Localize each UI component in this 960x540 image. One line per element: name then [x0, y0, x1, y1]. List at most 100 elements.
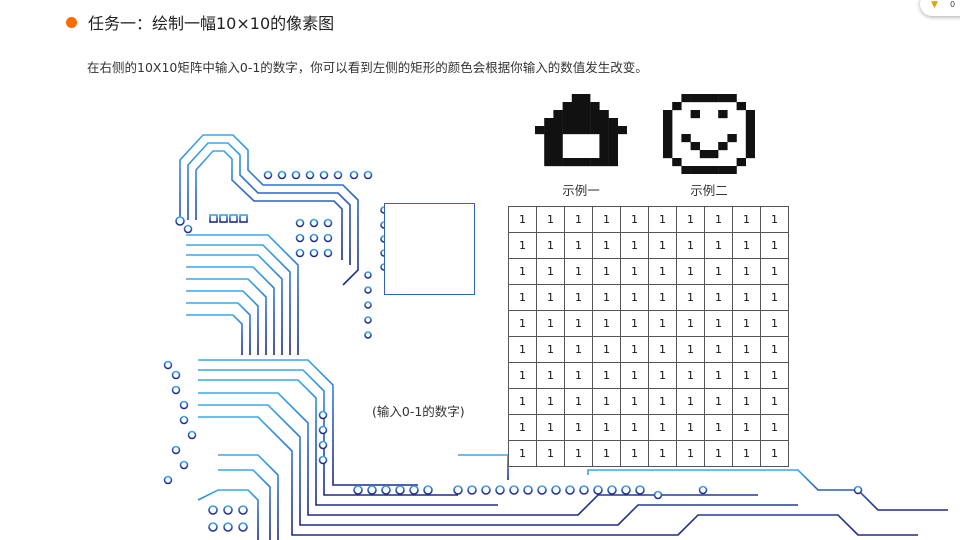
matrix-cell-input[interactable]: 1: [508, 336, 537, 363]
matrix-cell-input[interactable]: 1: [620, 362, 649, 389]
matrix-cell-input[interactable]: 1: [732, 440, 761, 467]
matrix-cell-input[interactable]: 1: [536, 336, 565, 363]
matrix-cell-input[interactable]: 1: [704, 440, 733, 467]
matrix-cell-input[interactable]: 1: [564, 336, 593, 363]
matrix-cell-input[interactable]: 1: [564, 362, 593, 389]
matrix-cell-input[interactable]: 1: [676, 362, 705, 389]
matrix-cell-input[interactable]: 1: [564, 440, 593, 467]
matrix-cell-input[interactable]: 1: [592, 440, 621, 467]
matrix-cell-input[interactable]: 1: [704, 336, 733, 363]
matrix-cell-input[interactable]: 1: [508, 284, 537, 311]
matrix-cell-input[interactable]: 1: [676, 440, 705, 467]
matrix-cell-input[interactable]: 1: [620, 388, 649, 415]
matrix-cell-input[interactable]: 1: [536, 284, 565, 311]
matrix-cell-input[interactable]: 1: [592, 258, 621, 285]
matrix-cell-input[interactable]: 1: [592, 336, 621, 363]
matrix-cell-input[interactable]: 1: [564, 206, 593, 233]
matrix-cell-input[interactable]: 1: [592, 232, 621, 259]
matrix-cell-input[interactable]: 1: [732, 310, 761, 337]
matrix-cell-input[interactable]: 1: [564, 258, 593, 285]
matrix-cell-input[interactable]: 1: [564, 310, 593, 337]
matrix-cell-input[interactable]: 1: [648, 336, 677, 363]
matrix-cell-input[interactable]: 1: [508, 206, 537, 233]
matrix-cell-input[interactable]: 1: [564, 284, 593, 311]
matrix-cell-input[interactable]: 1: [648, 362, 677, 389]
matrix-cell-input[interactable]: 1: [564, 414, 593, 441]
matrix-cell-input[interactable]: 1: [592, 414, 621, 441]
matrix-cell-input[interactable]: 1: [592, 362, 621, 389]
matrix-cell-input[interactable]: 1: [760, 362, 789, 389]
matrix-cell-input[interactable]: 1: [508, 388, 537, 415]
matrix-cell-input[interactable]: 1: [508, 258, 537, 285]
matrix-cell-input[interactable]: 1: [760, 414, 789, 441]
matrix-cell-input[interactable]: 1: [676, 414, 705, 441]
matrix-cell-input[interactable]: 1: [760, 232, 789, 259]
matrix-cell-input[interactable]: 1: [620, 284, 649, 311]
matrix-cell-input[interactable]: 1: [536, 362, 565, 389]
matrix-cell-input[interactable]: 1: [648, 258, 677, 285]
matrix-cell-input[interactable]: 1: [676, 336, 705, 363]
matrix-cell-input[interactable]: 1: [508, 232, 537, 259]
matrix-cell-input[interactable]: 1: [648, 414, 677, 441]
matrix-cell-input[interactable]: 1: [620, 258, 649, 285]
matrix-cell-input[interactable]: 1: [676, 388, 705, 415]
matrix-cell-input[interactable]: 1: [620, 440, 649, 467]
matrix-cell-input[interactable]: 1: [592, 284, 621, 311]
matrix-cell-input[interactable]: 1: [620, 232, 649, 259]
matrix-cell-input[interactable]: 1: [732, 258, 761, 285]
matrix-cell-input[interactable]: 1: [760, 440, 789, 467]
matrix-cell-input[interactable]: 1: [620, 310, 649, 337]
matrix-cell-input[interactable]: 1: [676, 310, 705, 337]
matrix-cell-input[interactable]: 1: [648, 388, 677, 415]
matrix-cell-input[interactable]: 1: [760, 388, 789, 415]
matrix-cell-input[interactable]: 1: [704, 414, 733, 441]
matrix-cell-input[interactable]: 1: [508, 310, 537, 337]
matrix-cell-input[interactable]: 1: [760, 310, 789, 337]
matrix-cell-input[interactable]: 1: [620, 336, 649, 363]
matrix-cell-input[interactable]: 1: [536, 414, 565, 441]
matrix-cell-input[interactable]: 1: [704, 310, 733, 337]
matrix-cell-input[interactable]: 1: [732, 388, 761, 415]
matrix-cell-input[interactable]: 1: [732, 284, 761, 311]
matrix-cell-input[interactable]: 1: [704, 284, 733, 311]
matrix-cell-input[interactable]: 1: [620, 414, 649, 441]
matrix-cell-input[interactable]: 1: [704, 206, 733, 233]
matrix-cell-input[interactable]: 1: [536, 206, 565, 233]
matrix-cell-input[interactable]: 1: [676, 206, 705, 233]
matrix-cell-input[interactable]: 1: [676, 232, 705, 259]
matrix-cell-input[interactable]: 1: [592, 206, 621, 233]
matrix-cell-input[interactable]: 1: [508, 362, 537, 389]
matrix-cell-input[interactable]: 1: [592, 310, 621, 337]
matrix-cell-input[interactable]: 1: [676, 284, 705, 311]
matrix-cell-input[interactable]: 1: [760, 206, 789, 233]
matrix-cell-input[interactable]: 1: [648, 440, 677, 467]
matrix-cell-input[interactable]: 1: [536, 388, 565, 415]
matrix-cell-input[interactable]: 1: [704, 362, 733, 389]
matrix-cell-input[interactable]: 1: [676, 258, 705, 285]
matrix-cell-input[interactable]: 1: [732, 362, 761, 389]
matrix-cell-input[interactable]: 1: [620, 206, 649, 233]
matrix-cell-input[interactable]: 1: [536, 258, 565, 285]
matrix-cell-input[interactable]: 1: [536, 310, 565, 337]
matrix-cell-input[interactable]: 1: [760, 258, 789, 285]
matrix-cell-input[interactable]: 1: [592, 388, 621, 415]
matrix-cell-input[interactable]: 1: [704, 232, 733, 259]
matrix-cell-input[interactable]: 1: [564, 388, 593, 415]
matrix-cell-input[interactable]: 1: [732, 206, 761, 233]
matrix-cell-input[interactable]: 1: [704, 258, 733, 285]
matrix-cell-input[interactable]: 1: [732, 232, 761, 259]
matrix-cell-input[interactable]: 1: [760, 284, 789, 311]
matrix-cell-input[interactable]: 1: [564, 232, 593, 259]
matrix-cell-input[interactable]: 1: [648, 310, 677, 337]
matrix-cell-input[interactable]: 1: [648, 206, 677, 233]
matrix-cell-input[interactable]: 1: [648, 284, 677, 311]
matrix-cell-input[interactable]: 1: [536, 440, 565, 467]
matrix-cell-input[interactable]: 1: [732, 336, 761, 363]
matrix-cell-input[interactable]: 1: [508, 414, 537, 441]
matrix-cell-input[interactable]: 1: [760, 336, 789, 363]
matrix-cell-input[interactable]: 1: [536, 232, 565, 259]
overlay-pill[interactable]: ▼ 0: [920, 0, 960, 16]
matrix-cell-input[interactable]: 1: [648, 232, 677, 259]
matrix-cell-input[interactable]: 1: [704, 388, 733, 415]
matrix-cell-input[interactable]: 1: [508, 440, 537, 467]
